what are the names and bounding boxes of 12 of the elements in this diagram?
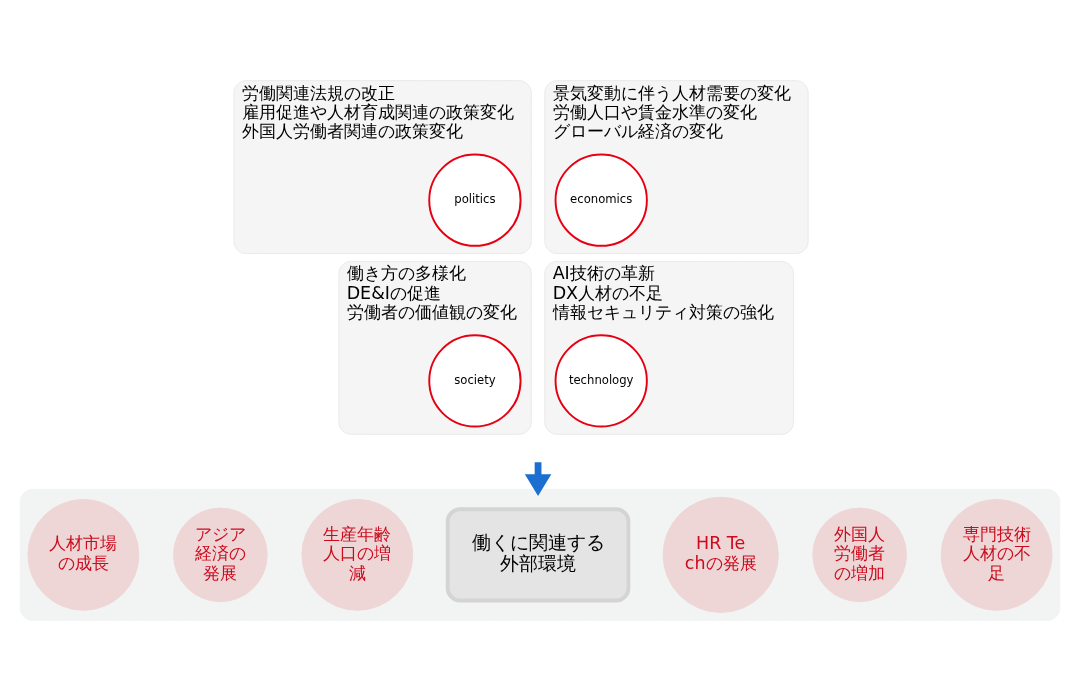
node-circle: 専門技術人材の不足 xyxy=(940,498,1053,611)
node-circle: 外国人労働者の増加 xyxy=(812,507,907,602)
node-circle: 生産年齢人口の増減 xyxy=(301,498,414,611)
node-circle: society xyxy=(428,333,522,427)
node-circle: economics xyxy=(554,153,648,247)
node-circle: technology xyxy=(554,333,648,427)
node-circle: アジア経済の発展 xyxy=(173,507,268,602)
node-box: 働くに関連する外部環境 xyxy=(445,506,631,602)
node-circle: 人材市場の成長 xyxy=(27,498,140,611)
node-circle: HR Techの発展 xyxy=(662,496,779,613)
node-circle: politics xyxy=(428,153,522,247)
cluster xyxy=(19,488,1061,621)
